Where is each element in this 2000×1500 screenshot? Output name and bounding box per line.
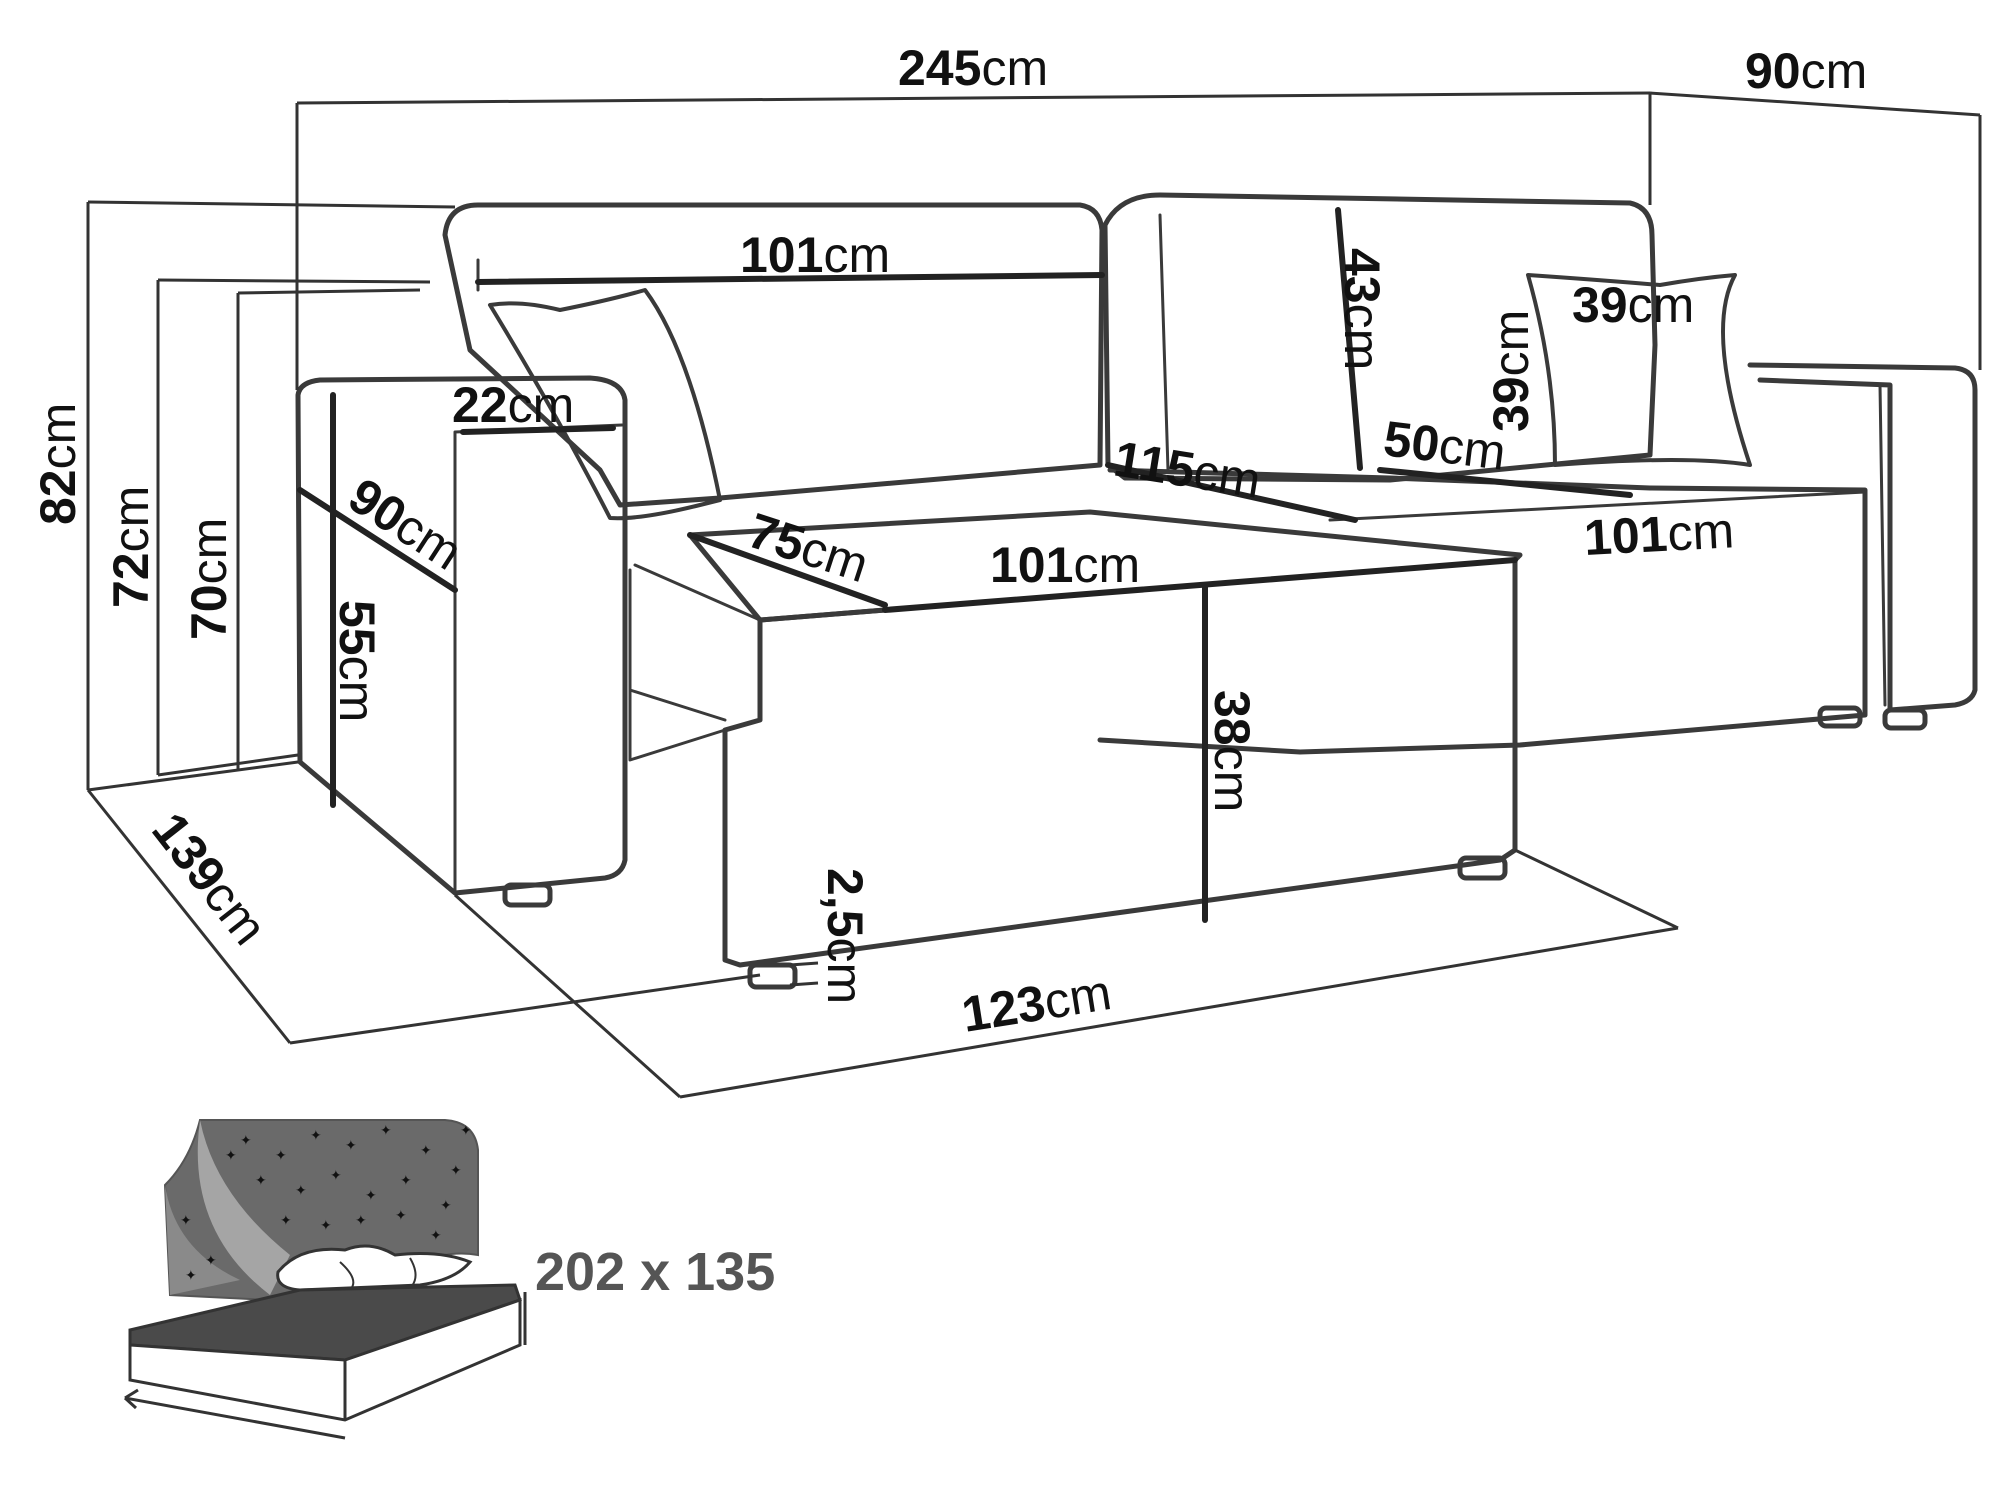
svg-text:✦: ✦ (400, 1172, 412, 1188)
dimension-labels: 245cm 90cm 101cm 43cm 39cm 39cm 22cm 50c… (30, 40, 1867, 1043)
svg-text:✦: ✦ (420, 1142, 432, 1158)
svg-text:✦: ✦ (460, 1122, 472, 1138)
svg-text:✦: ✦ (180, 1212, 192, 1228)
label-arm-height: 70cm (181, 518, 237, 640)
svg-text:✦: ✦ (185, 1267, 197, 1283)
label-total-height: 82cm (30, 403, 86, 525)
svg-text:✦: ✦ (380, 1122, 392, 1138)
label-front-width: 123cm (958, 964, 1115, 1043)
label-pillow-width: 39cm (1572, 277, 1694, 333)
leg-right-2 (1882, 707, 1928, 731)
ottoman-front (722, 557, 1518, 968)
label-ottoman-width: 101cm (990, 537, 1140, 593)
leg-left (502, 882, 553, 908)
svg-text:✦: ✦ (440, 1197, 452, 1213)
label-chaise-length: 115cm (1110, 431, 1264, 509)
label-armrest-depth: 90cm (339, 467, 472, 581)
label-seat-depth-right: 50cm (1381, 410, 1509, 480)
svg-text:✦: ✦ (395, 1207, 407, 1223)
label-back-cushion-height: 43cm (1334, 248, 1390, 370)
svg-text:✦: ✦ (295, 1182, 307, 1198)
label-seat-width-right: 101cm (1583, 502, 1736, 566)
svg-text:✦: ✦ (280, 1212, 292, 1228)
svg-text:✦: ✦ (310, 1127, 322, 1143)
bed-size-label: 202 x 135 (535, 1242, 775, 1302)
svg-text:✦: ✦ (240, 1132, 252, 1148)
right-pillow (1526, 273, 1752, 467)
sleeping-bed-icon: ✦✦✦ ✦✦✦ ✦✦✦ ✦✦✦ ✦✦✦ ✦✦✦ ✦✦✦ ✦✦ (123, 1119, 527, 1440)
svg-text:✦: ✦ (225, 1147, 237, 1163)
left-armrest (295, 375, 628, 896)
dimension-lines (86, 91, 1982, 1099)
svg-text:✦: ✦ (320, 1217, 332, 1233)
svg-text:✦: ✦ (330, 1167, 342, 1183)
svg-text:✦: ✦ (450, 1162, 462, 1178)
right-back-cushion (1102, 192, 1658, 483)
leg-middle (1457, 855, 1508, 881)
right-armrest (1747, 362, 1978, 713)
leg-right-1 (1817, 705, 1863, 729)
svg-text:✦: ✦ (205, 1252, 217, 1268)
left-back-cushion (442, 202, 1105, 508)
label-back-height: 72cm (103, 486, 159, 608)
svg-text:✦: ✦ (345, 1137, 357, 1153)
left-pillow (488, 288, 722, 521)
label-back-cushion-width: 101cm (740, 227, 890, 283)
label-seat-height: 38cm (1204, 690, 1260, 812)
right-seat (1097, 467, 1868, 755)
label-total-width: 245cm (898, 40, 1048, 96)
svg-text:✦: ✦ (255, 1172, 267, 1188)
svg-text:✦: ✦ (355, 1212, 367, 1228)
label-pillow-height: 39cm (1483, 310, 1539, 432)
svg-text:✦: ✦ (275, 1147, 287, 1163)
label-armrest-width: 22cm (452, 377, 574, 433)
label-leg-height: 2,5cm (817, 868, 873, 1004)
label-chaise-depth: 90cm (1745, 43, 1867, 99)
label-total-depth: 139cm (141, 802, 278, 955)
label-arm-side-height: 55cm (329, 600, 385, 722)
measure-lines (297, 207, 1633, 923)
svg-text:✦: ✦ (365, 1187, 377, 1203)
svg-text:✦: ✦ (430, 1227, 442, 1243)
